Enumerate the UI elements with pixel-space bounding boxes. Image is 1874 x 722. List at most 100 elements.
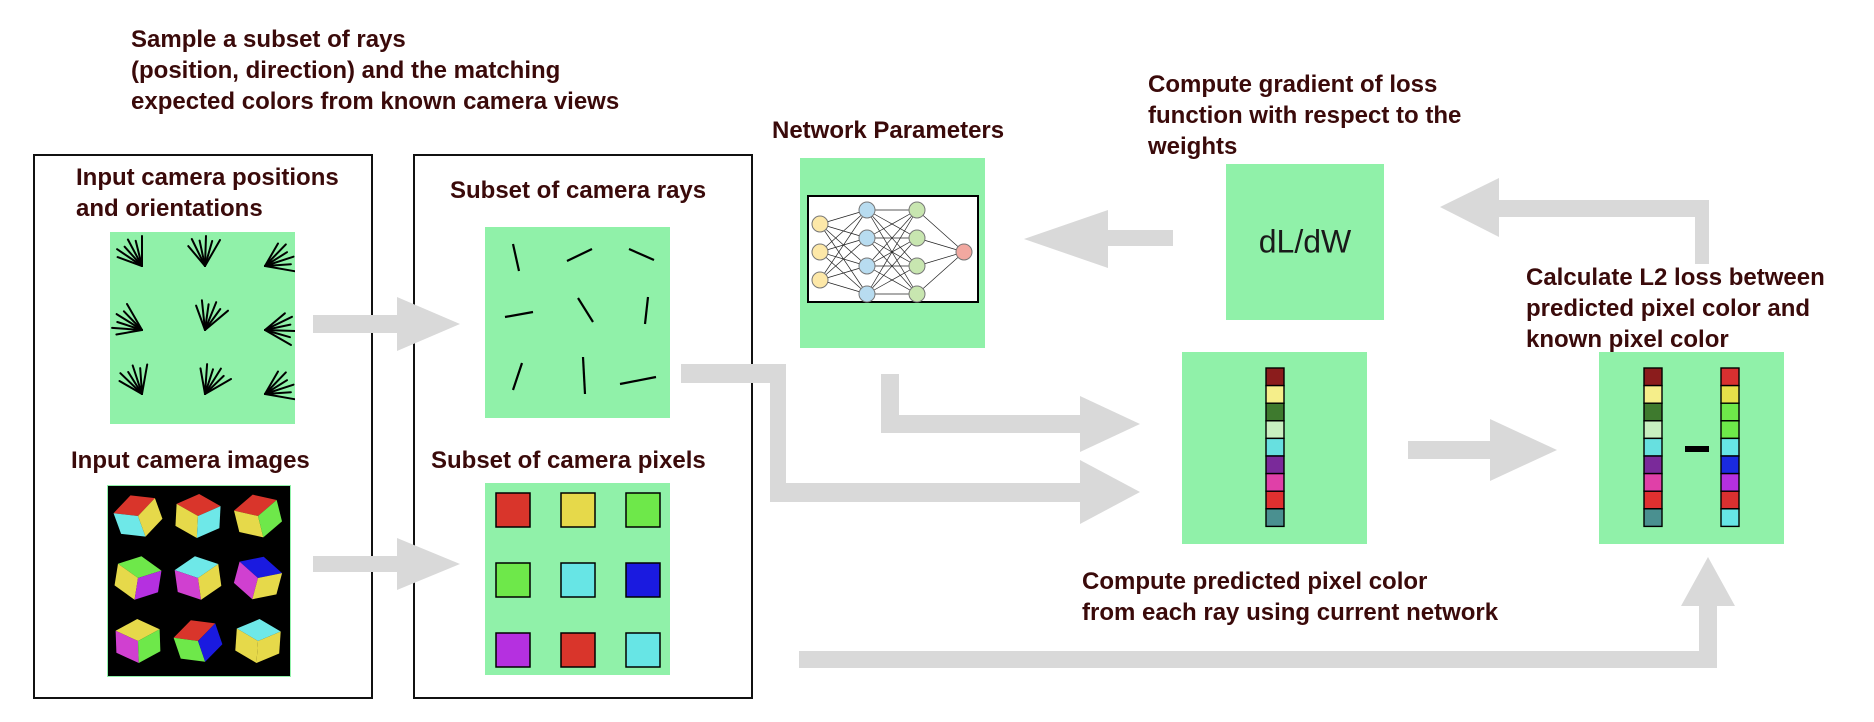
network-edge [916, 209, 965, 253]
network-node [811, 215, 829, 233]
known-color-cell [1720, 490, 1740, 510]
ray-line [264, 315, 293, 331]
network-panel [800, 158, 985, 348]
network-edge [819, 209, 868, 253]
cube [173, 620, 223, 662]
cube-right [256, 631, 281, 663]
ray-line [115, 329, 143, 336]
ray-line [204, 239, 221, 267]
network-edge [866, 209, 918, 295]
network-node [858, 201, 876, 219]
ray-line [264, 263, 292, 267]
input-views-frame [33, 154, 373, 699]
predicted-color-cell [1265, 402, 1285, 422]
arrow-pixels-to-loss [799, 557, 1735, 668]
predicted-color-cell [1643, 437, 1663, 457]
subset-rays-panel [485, 227, 670, 418]
network-params-label: Network Parameters [772, 117, 1005, 144]
ray-line [264, 251, 288, 267]
network-node [908, 257, 926, 275]
ray-line [204, 378, 232, 395]
ray-segments [504, 243, 657, 395]
ray-line [115, 313, 143, 331]
cube-left [113, 513, 146, 537]
ray-line [264, 329, 291, 339]
ray-line [122, 310, 143, 331]
ray-line [264, 323, 292, 331]
cube-right [138, 629, 161, 663]
arrow-rays-to-predict [681, 364, 1140, 524]
ray-line [264, 329, 296, 332]
loss-color-columns [1643, 367, 1740, 528]
ray-line [264, 329, 292, 346]
ray-line [116, 321, 143, 331]
predicted-color-cell [1643, 508, 1663, 528]
ray-fan [111, 303, 143, 336]
ray-line [131, 364, 143, 395]
ray-line [204, 240, 214, 267]
gradient-panel: dL/dW [1226, 164, 1384, 320]
network-node [908, 229, 926, 247]
cube [113, 495, 163, 537]
cube-left [174, 570, 202, 600]
cube-left [233, 510, 264, 538]
ray-line [204, 309, 229, 331]
ray-line [199, 367, 206, 395]
l2-loss-label: Calculate L2 loss between predicted pixe… [1526, 264, 1825, 353]
ray-fan [264, 370, 296, 401]
cube [233, 494, 283, 538]
ray-line [198, 239, 206, 267]
ray-line [264, 243, 287, 267]
pixel-swatch [625, 562, 661, 598]
known-color-cell [1720, 384, 1740, 404]
gradient-label: Compute gradient of loss function with r… [1148, 71, 1462, 160]
known-color-cell [1720, 437, 1740, 457]
cube-left [175, 503, 198, 538]
ray-line [141, 363, 149, 395]
predicted-colors-panel [1182, 352, 1367, 544]
ray-line [264, 379, 288, 395]
pixel-swatch [560, 632, 596, 668]
pixel-swatch [495, 562, 531, 598]
network-node [811, 271, 829, 289]
arrow-images-to-pixels [313, 538, 460, 590]
ray-line [204, 374, 225, 395]
ray-line [116, 256, 143, 267]
cube [174, 556, 222, 600]
predicted-color-cell [1265, 367, 1285, 387]
cube-right [258, 500, 283, 538]
predicted-color-cell [1643, 402, 1663, 422]
pixel-swatch [625, 492, 661, 528]
known-color-cell [1720, 472, 1740, 492]
subset-rays-label: Subset of camera rays [450, 177, 707, 204]
predicted-color-cell [1643, 384, 1663, 404]
ray-line [200, 299, 206, 331]
cube [114, 556, 162, 600]
cube [175, 494, 221, 538]
cube-left [233, 561, 258, 600]
network-edge [866, 237, 918, 295]
input-positions-label: Input camera positions and orientations [76, 164, 339, 222]
cube-right [198, 564, 222, 600]
network-node [908, 201, 926, 219]
pixel-swatch [625, 632, 661, 668]
ray-line [264, 312, 286, 331]
known-color-cell [1720, 420, 1740, 440]
cube-top [233, 494, 277, 516]
cube-left [115, 630, 139, 663]
subset-frame [413, 154, 753, 699]
ray-line [204, 368, 214, 395]
ray-line [264, 371, 287, 395]
subset-pixels-panel [485, 483, 670, 675]
ray-fan [187, 235, 221, 267]
cube-top [236, 619, 281, 641]
cube-top [173, 620, 216, 641]
ray-fan [195, 299, 229, 331]
cube-right [252, 573, 283, 600]
cube [115, 619, 161, 663]
ray-line [126, 238, 143, 267]
known-color-cell [1720, 402, 1740, 422]
ray-fan [199, 363, 232, 395]
